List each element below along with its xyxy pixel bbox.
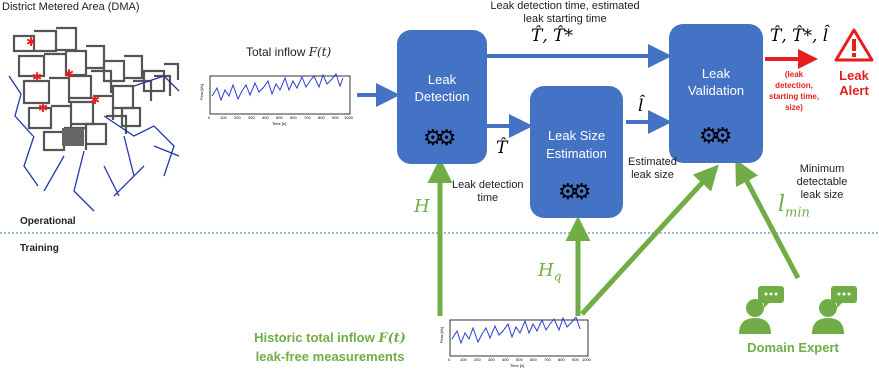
dma-network-map: ✱ ✱ ✱ ✱ ✱ [8,26,180,212]
svg-text:400: 400 [262,115,269,120]
t-hat-label: T̂ [496,138,508,158]
gears-icon: ⚙⚙ [699,123,733,148]
arrow-expert-validation [735,159,801,280]
domain-expert-icon [739,286,857,334]
leak-size-box: Leak Size Estimation ⚙⚙ [530,86,623,218]
param-lmin: lmin [778,192,810,221]
svg-text:700: 700 [544,357,551,362]
domain-expert-label: Domain Expert [747,340,839,355]
training-label: Training [20,243,59,254]
leak-detection-box: Leak Detection ⚙⚙ [397,30,487,164]
svg-text:700: 700 [304,115,311,120]
output-math: T̂, T̂*, l̂ [770,26,829,46]
top-note-math: T̂, T̂* [531,26,573,46]
inflow-plot: Flow [l/s] 0 100 200 300 400 500 600 700 800 90… [199,72,354,126]
svg-text:300: 300 [248,115,255,120]
historic-plot: Flow [l/s] 0 100 200 300 400 500 600 700 800 90… [439,317,592,368]
svg-text:✱: ✱ [32,70,42,84]
param-h: H [414,196,430,217]
inflow-label: Total inflow F(t) [246,45,332,59]
svg-text:0: 0 [448,357,451,362]
plot-xlabel: Time [h] [272,121,286,126]
svg-text:✱: ✱ [64,67,74,81]
svg-text:500: 500 [516,357,523,362]
gears-icon: ⚙⚙ [423,125,457,150]
svg-text:500: 500 [276,115,283,120]
arrow-historic-validation [580,164,719,316]
svg-text:1000: 1000 [344,115,354,120]
gears-icon: ⚙⚙ [558,179,592,204]
svg-text:600: 600 [530,357,537,362]
operational-label: Operational [20,216,76,227]
svg-text:100: 100 [460,357,467,362]
svg-text:900: 900 [332,115,339,120]
svg-text:Time [h]: Time [h] [510,363,524,368]
svg-text:900: 900 [572,357,579,362]
svg-text:200: 200 [474,357,481,362]
svg-text:Flow [l/s]: Flow [l/s] [439,327,444,343]
historic-label: Historic total inflow F(t) leak-free mea… [254,330,406,364]
svg-text:600: 600 [290,115,297,120]
leak-validation-box: Leak Validation ⚙⚙ [669,24,763,163]
svg-text:100: 100 [220,115,227,120]
svg-text:✱: ✱ [38,101,48,115]
svg-text:✱: ✱ [90,93,100,107]
warning-icon [834,28,874,62]
svg-text:800: 800 [558,357,565,362]
svg-text:0: 0 [208,115,211,120]
param-hq: Hq [538,260,562,284]
svg-text:✱: ✱ [26,35,36,49]
svg-text:300: 300 [488,357,495,362]
dma-title: District Metered Area (DMA) [2,1,140,13]
svg-text:1000: 1000 [582,357,592,362]
plot-ylabel: Flow [l/s] [199,84,204,100]
output-note: (leak detection,starting time,size) [768,70,820,112]
svg-text:200: 200 [234,115,241,120]
svg-text:400: 400 [502,357,509,362]
svg-text:800: 800 [318,115,325,120]
l-hat-label: l̂ [638,96,644,116]
